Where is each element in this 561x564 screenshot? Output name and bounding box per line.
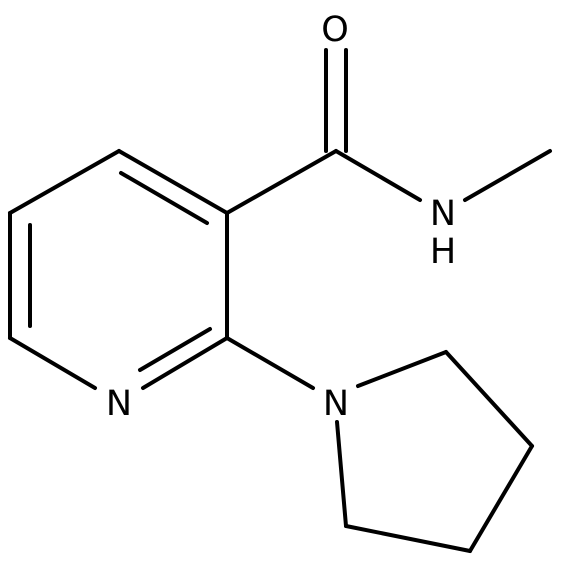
bonds: [8, 48, 552, 553]
bond-ring-n1-c2: [141, 336, 229, 390]
bond-c2-pyrrolidine-n: [225, 336, 315, 390]
bond-ring-n1-c2-inner: [138, 327, 212, 372]
bond-amide-n-methyl: [463, 149, 552, 202]
bond-pyrrolidine-ch2-d-n: [335, 420, 348, 528]
bond-pyrrolidine-n-ch2-a: [356, 350, 448, 388]
atom-label-pyrrolidine-nitrogen: N: [323, 384, 349, 424]
atom-label-carbonyl-oxygen: O: [321, 10, 349, 50]
bond-ring-c4-c5: [8, 149, 121, 215]
bond-ring-c6-n1: [8, 336, 97, 390]
bond-carbonyl-amide-n: [334, 149, 422, 202]
atom-label-pyridine-nitrogen: N: [106, 384, 132, 424]
bond-pyrrolidine-ch2-a-b: [444, 350, 534, 448]
bond-pyrrolidine-ch2-b-c: [468, 444, 534, 553]
atom-labels: O N N N H: [106, 10, 456, 424]
bond-pyrrolidine-ch2-c-d: [344, 524, 472, 553]
bond-ring-c3-c4: [117, 149, 229, 215]
atom-label-amide-hydrogen: H: [430, 232, 456, 272]
bond-ring-c4-c4-inner: [119, 171, 209, 225]
atom-label-amide-nitrogen: N: [430, 194, 456, 234]
bond-c3-carbonyl: [225, 149, 338, 215]
